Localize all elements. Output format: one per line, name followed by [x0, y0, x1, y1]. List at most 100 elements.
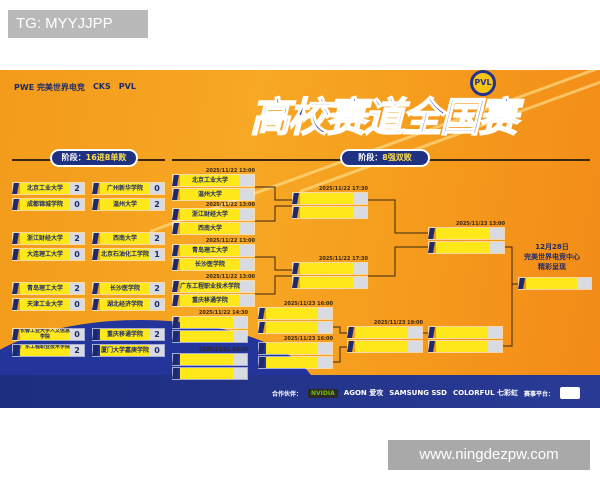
team-slot: 青岛理工大学	[172, 244, 255, 257]
team-score: 2	[70, 345, 84, 356]
sponsor-samsung: SAMSUNG SSD	[389, 389, 447, 397]
slot-accent	[92, 299, 99, 310]
slot-accent	[258, 308, 265, 319]
team-score	[577, 278, 591, 289]
partners-label: 合作伙伴：	[272, 390, 303, 398]
stage-value: 16进8单败	[85, 153, 127, 162]
team-score	[353, 193, 367, 204]
overlay-tag: TG: MYYJJPP	[8, 10, 148, 38]
bracket-poster: PWE 完美世界电竞 CKS PVL 高校赛道全国赛 PVL 阶段：16进8单败…	[0, 70, 600, 408]
team-slot: 长沙医学院	[172, 258, 255, 271]
team-score	[318, 322, 332, 333]
slot-accent	[172, 281, 179, 292]
team-name: 广州新华学院	[100, 183, 150, 194]
team-score	[408, 341, 422, 352]
match-date: 2025/11/23 16:00	[283, 301, 333, 307]
team-name	[180, 354, 233, 365]
team-slot	[258, 356, 333, 369]
team-score: 0	[70, 299, 84, 310]
sponsor-logos: 合作伙伴： NVIDIA AGON 爱攻 SAMSUNG SSD COLORFU…	[272, 387, 581, 399]
team-name: 北京石油化工学院	[100, 249, 150, 260]
team-name: 广东工程职业技术学院	[180, 281, 240, 292]
slot-accent	[172, 209, 179, 220]
team-slot	[172, 367, 248, 380]
team-score: 0	[70, 249, 84, 260]
match-date: 2025/11/22 17:30	[318, 256, 368, 262]
slot-accent	[12, 283, 19, 294]
team-slot	[292, 276, 368, 289]
stage-prefix: 阶段：	[358, 153, 383, 162]
team-slot	[428, 241, 505, 254]
slot-accent	[292, 277, 299, 288]
team-name	[266, 343, 318, 354]
team-name	[300, 193, 353, 204]
team-score: 2	[150, 233, 164, 244]
team-name: 西南大学	[180, 223, 240, 234]
team-name	[300, 277, 353, 288]
team-name	[436, 228, 490, 239]
team-name: 北京工业大学	[20, 183, 70, 194]
slot-accent	[92, 233, 99, 244]
team-slot	[258, 307, 333, 320]
slot-accent	[292, 193, 299, 204]
team-slot	[292, 192, 368, 205]
team-name	[180, 317, 233, 328]
team-slot: 西南大学	[172, 222, 255, 235]
team-slot	[428, 326, 503, 339]
team-score	[240, 245, 254, 256]
team-slot	[347, 340, 423, 353]
team-score	[240, 175, 254, 186]
platform-label: 赛事平台：	[524, 390, 555, 398]
slot-accent	[428, 341, 435, 352]
team-score	[353, 207, 367, 218]
slot-accent	[172, 354, 179, 365]
final-tagline: 精彩呈现	[538, 263, 566, 271]
team-score	[240, 209, 254, 220]
slot-accent	[292, 263, 299, 274]
slot-accent	[12, 199, 19, 210]
match-date: 2025/11/23 13:00	[455, 221, 505, 227]
team-score	[233, 368, 247, 379]
team-slot	[347, 326, 423, 339]
team-name	[355, 327, 408, 338]
slot-accent	[347, 341, 354, 352]
team-score	[240, 223, 254, 234]
team-score	[240, 281, 254, 292]
team-score: 2	[150, 329, 164, 340]
match-date: 2025/11/22 17:30	[318, 186, 368, 192]
team-name	[266, 357, 318, 368]
slot-accent	[172, 189, 179, 200]
match-date: 2025/11/22 13:00	[205, 274, 255, 280]
slot-accent	[92, 249, 99, 260]
sponsor-nvidia: NVIDIA	[308, 388, 338, 398]
slot-accent	[12, 345, 19, 356]
team-slot	[428, 227, 505, 240]
team-slot	[172, 316, 248, 329]
team-name: 长春工业大学人文信息学院	[20, 329, 70, 340]
slot-accent	[172, 245, 179, 256]
sponsor-agon: AGON 爱攻	[343, 389, 384, 397]
team-name: 成都锦城学院	[20, 199, 70, 210]
team-name	[180, 368, 233, 379]
slot-accent	[12, 329, 19, 340]
slot-accent	[12, 249, 19, 260]
team-score	[488, 327, 502, 338]
team-score: 2	[150, 283, 164, 294]
team-score	[353, 263, 367, 274]
team-score	[318, 357, 332, 368]
slot-accent	[172, 175, 179, 186]
slot-accent	[292, 207, 299, 218]
team-score	[318, 343, 332, 354]
slot-accent	[92, 183, 99, 194]
slot-accent	[92, 345, 99, 356]
slot-accent	[172, 295, 179, 306]
